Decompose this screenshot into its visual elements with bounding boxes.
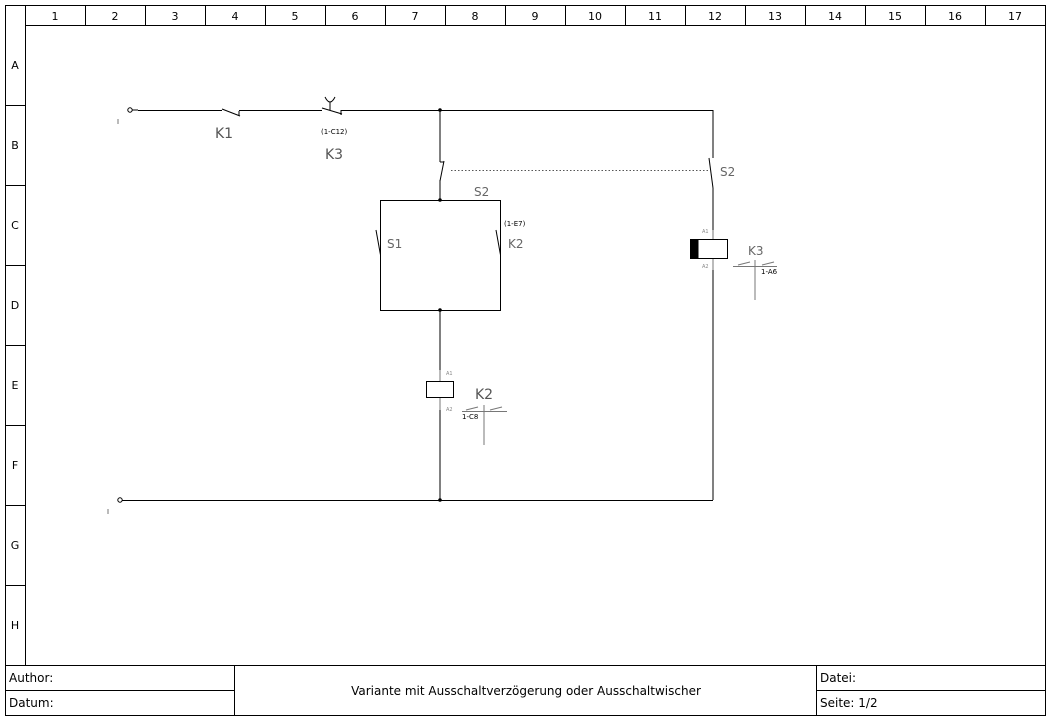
column-label: 14 [828,10,842,23]
k3-coil-a2: A2 [702,264,709,270]
s2-left-label: S2 [474,185,489,199]
k3-contact-label: K3 [325,147,343,163]
k2-coil-xref: 1-C8 [462,413,478,421]
k2-coil-a1: A1 [446,371,453,377]
row-label: D [11,299,19,312]
column-label: 15 [888,10,902,23]
junction-dot [438,498,442,502]
k2-contact-label: K2 [508,237,524,251]
k3-coil-label: K3 [748,244,764,258]
date-label: Datum: [9,696,54,710]
k2-coil-a2: A2 [446,407,453,413]
s2-right-contact[interactable]: S2 [708,150,735,189]
column-label: 10 [588,10,602,23]
bottom-terminal [117,497,123,503]
k1-contact-label: K1 [215,126,233,142]
row-label: E [12,379,19,392]
column-label: 2 [112,10,119,23]
column-label: 3 [172,10,179,23]
s2-right-label: S2 [720,165,735,179]
row-label: F [12,459,18,472]
column-label: 4 [232,10,239,23]
delay-cup-icon [324,96,336,103]
s1-contact[interactable]: S1 [375,220,402,262]
k3-contact-ref: (1-C12) [321,128,348,136]
row-label: B [11,139,19,152]
row-label: G [11,539,20,552]
s1-label: S1 [387,237,402,251]
column-label: 7 [412,10,419,23]
k2-contact[interactable]: (1-E7) K2 [495,220,526,262]
k2-coil-label: K2 [475,387,493,403]
column-label: 17 [1008,10,1022,23]
column-label: 13 [768,10,782,23]
k2-coil[interactable]: A1 A2 K2 1-C8 [426,370,508,445]
junction-dot [438,198,442,202]
k1-contact[interactable]: K1 [210,108,252,142]
k3-coil-a1: A1 [702,229,709,235]
wiring [107,107,714,514]
column-label: 6 [352,10,359,23]
author-label: Author: [9,671,53,685]
k2-coil-body [426,381,454,398]
column-label: 1 [52,10,59,23]
parallel-loop [380,200,501,311]
s2-left-contact[interactable]: S2 [439,150,489,199]
row-label: A [11,59,19,72]
junction-dot [438,308,442,312]
row-label: C [11,219,19,232]
file-label: Datei: [820,671,856,685]
k3-coil-delay-marker [690,239,699,259]
k3-contact[interactable]: (1-C12) K3 [312,96,350,163]
drawing-title: Variante mit Ausschaltverzögerung oder A… [351,684,701,698]
column-label: 8 [472,10,479,23]
k3-coil[interactable]: A1 A2 K3 1-A6 [690,229,778,300]
column-label: 5 [292,10,299,23]
row-ruler: A B C D E F G H [5,59,25,632]
row-label: H [11,619,19,632]
junction-dot [438,108,442,112]
column-label: 16 [948,10,962,23]
page-label: Seite: 1/2 [820,696,878,710]
sheet-border [5,5,1046,716]
k3-coil-body [690,239,728,259]
title-block: Author: Datum: Variante mit Ausschaltver… [5,665,1045,715]
column-label: 9 [532,10,539,23]
k2-contact-ref: (1-E7) [504,220,526,228]
top-terminal [127,107,133,113]
k3-coil-xref: 1-A6 [761,268,778,276]
column-label: 11 [648,10,662,23]
column-label: 12 [708,10,722,23]
